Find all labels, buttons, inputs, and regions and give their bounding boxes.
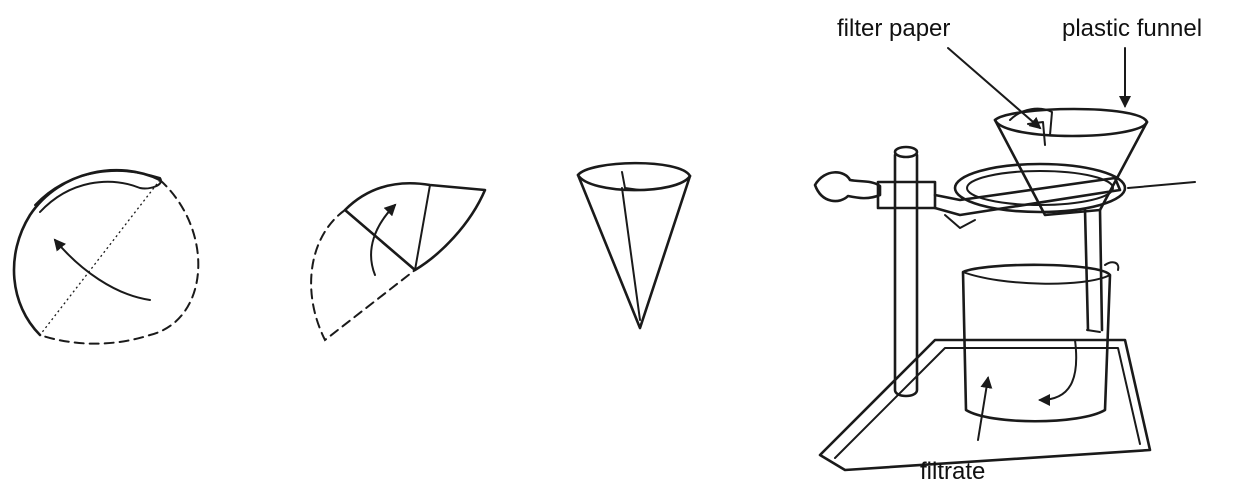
plastic-funnel-label: plastic funnel [1062,17,1202,41]
step2-fold-crease [415,185,430,270]
step1-folded-flap [35,171,161,212]
step2-fold-arrow [371,205,395,275]
funnel-cone [995,120,1147,215]
filter-paper-label: filter paper [837,17,950,41]
filtrate-pointer [978,378,988,440]
stand-base [820,340,1150,470]
step1-unfolded-half [40,180,198,344]
step1-fold-line [40,180,160,335]
filter-paper-pointer [948,48,1040,128]
step3-cone-body [578,175,690,328]
step3-inner-flap [622,172,640,190]
clamp-boss [878,182,935,208]
step3-cone-rim [578,163,690,190]
step1-folded-half [14,170,160,335]
step3-cone-seam [622,188,640,320]
fold-step-2 [311,183,485,340]
fold-step-1 [14,170,198,343]
step2-quarter-outline [345,183,485,270]
clamp-screw [815,172,880,201]
step2-unfolded-quarter [311,210,415,340]
filtration-apparatus [815,109,1195,470]
fold-step-3 [578,163,690,328]
filtrate-label: filtrate [920,460,985,484]
step1-fold-arrow [55,240,150,300]
step2-inner-crease [345,210,415,270]
